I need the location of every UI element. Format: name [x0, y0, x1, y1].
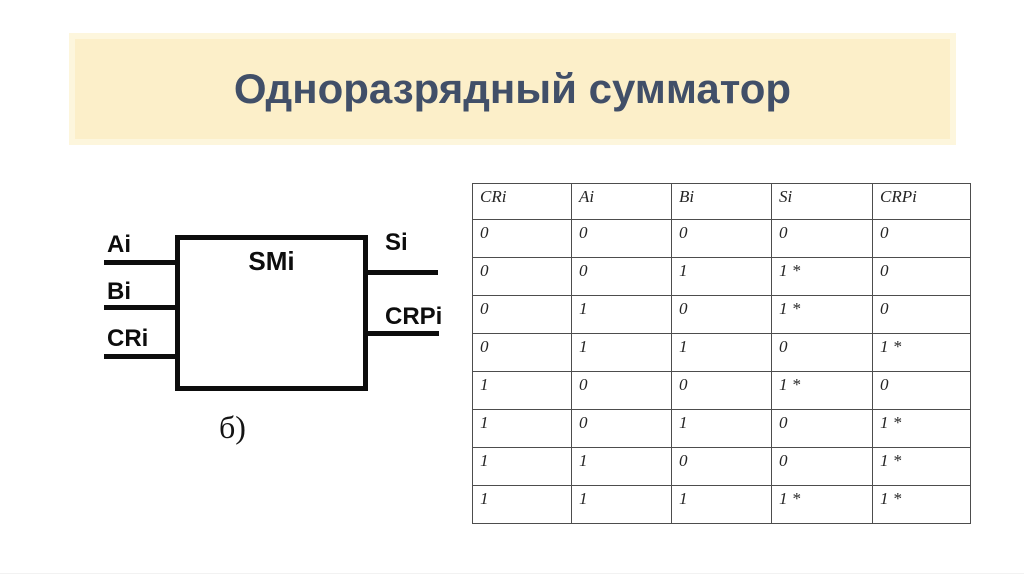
table-cell: 0	[771, 333, 873, 372]
table-cell: 0	[472, 295, 572, 334]
column-header-ai: Ai	[571, 183, 672, 220]
table-cell: 1	[472, 409, 572, 448]
table-cell: 1 *	[771, 485, 873, 524]
table-row: 1 1 0 0 1 *	[472, 447, 971, 486]
table-cell: 1	[671, 333, 772, 372]
table-cell: 1	[671, 257, 772, 296]
table-cell: 1	[571, 485, 672, 524]
table-cell: 0	[671, 371, 772, 410]
output-wire-si	[363, 270, 438, 275]
table-cell: 0	[771, 447, 873, 486]
table-cell: 1	[671, 409, 772, 448]
table-cell: 0	[872, 257, 971, 296]
table-cell: 1 *	[872, 333, 971, 372]
table-row: 0 1 1 0 1 *	[472, 333, 971, 372]
input-label-bi: Bi	[107, 278, 131, 305]
table-cell: 1	[571, 333, 672, 372]
table-row: 1 1 1 1 * 1 *	[472, 485, 971, 524]
output-label-crpi: CRPi	[385, 303, 443, 330]
table-cell: 0	[571, 371, 672, 410]
output-label-si: Si	[385, 229, 408, 256]
table-row: 1 0 1 0 1 *	[472, 409, 971, 448]
table-cell: 0	[671, 219, 772, 258]
input-label-cri: CRi	[107, 325, 149, 352]
table-cell: 0	[571, 219, 672, 258]
table-cell: 0	[472, 257, 572, 296]
table-cell: 1	[571, 447, 672, 486]
table-cell: 0	[771, 219, 873, 258]
input-wire-bi	[104, 305, 178, 310]
column-header-bi: Bi	[671, 183, 772, 220]
table-cell: 0	[472, 219, 572, 258]
table-cell: 1	[472, 485, 572, 524]
table-cell: 1	[671, 485, 772, 524]
table-cell: 1	[472, 371, 572, 410]
table-cell: 1 *	[771, 295, 873, 334]
adder-block: SMi	[175, 235, 368, 391]
table-cell: 0	[472, 333, 572, 372]
truth-table: CRi Ai Bi Si CRPi 0 0 0 0 0 0 0 1 1 * 0	[472, 183, 971, 524]
table-cell: 0	[571, 409, 672, 448]
title-banner: Одноразрядный сумматор	[69, 33, 956, 145]
table-cell: 1 *	[771, 371, 873, 410]
table-cell: 0	[671, 295, 772, 334]
diagram-caption: б)	[219, 409, 246, 445]
input-wire-cri	[104, 354, 178, 359]
slide-title: Одноразрядный сумматор	[233, 65, 792, 112]
table-cell: 0	[771, 409, 873, 448]
table-row: 0 0 1 1 * 0	[472, 257, 971, 296]
table-cell: 0	[571, 257, 672, 296]
column-header-crpi: CRPi	[872, 183, 971, 220]
table-cell: 0	[671, 447, 772, 486]
adder-block-label: SMi	[248, 246, 295, 276]
table-cell: 0	[872, 219, 971, 258]
table-cell: 0	[872, 295, 971, 334]
table-cell: 1	[571, 295, 672, 334]
output-wire-crpi	[363, 331, 439, 336]
table-row: 0 1 0 1 * 0	[472, 295, 971, 334]
input-wire-ai	[104, 260, 178, 265]
table-cell: 1 *	[771, 257, 873, 296]
table-cell: 0	[872, 371, 971, 410]
table-cell: 1 *	[872, 447, 971, 486]
table-row: 0 0 0 0 0	[472, 219, 971, 258]
table-cell: 1 *	[872, 409, 971, 448]
table-cell: 1	[472, 447, 572, 486]
column-header-si: Si	[771, 183, 873, 220]
column-header-cri: CRi	[472, 183, 572, 220]
input-label-ai: Ai	[107, 231, 131, 258]
truth-table-header-row: CRi Ai Bi Si CRPi	[472, 183, 971, 220]
table-row: 1 0 0 1 * 0	[472, 371, 971, 410]
table-cell: 1 *	[872, 485, 971, 524]
